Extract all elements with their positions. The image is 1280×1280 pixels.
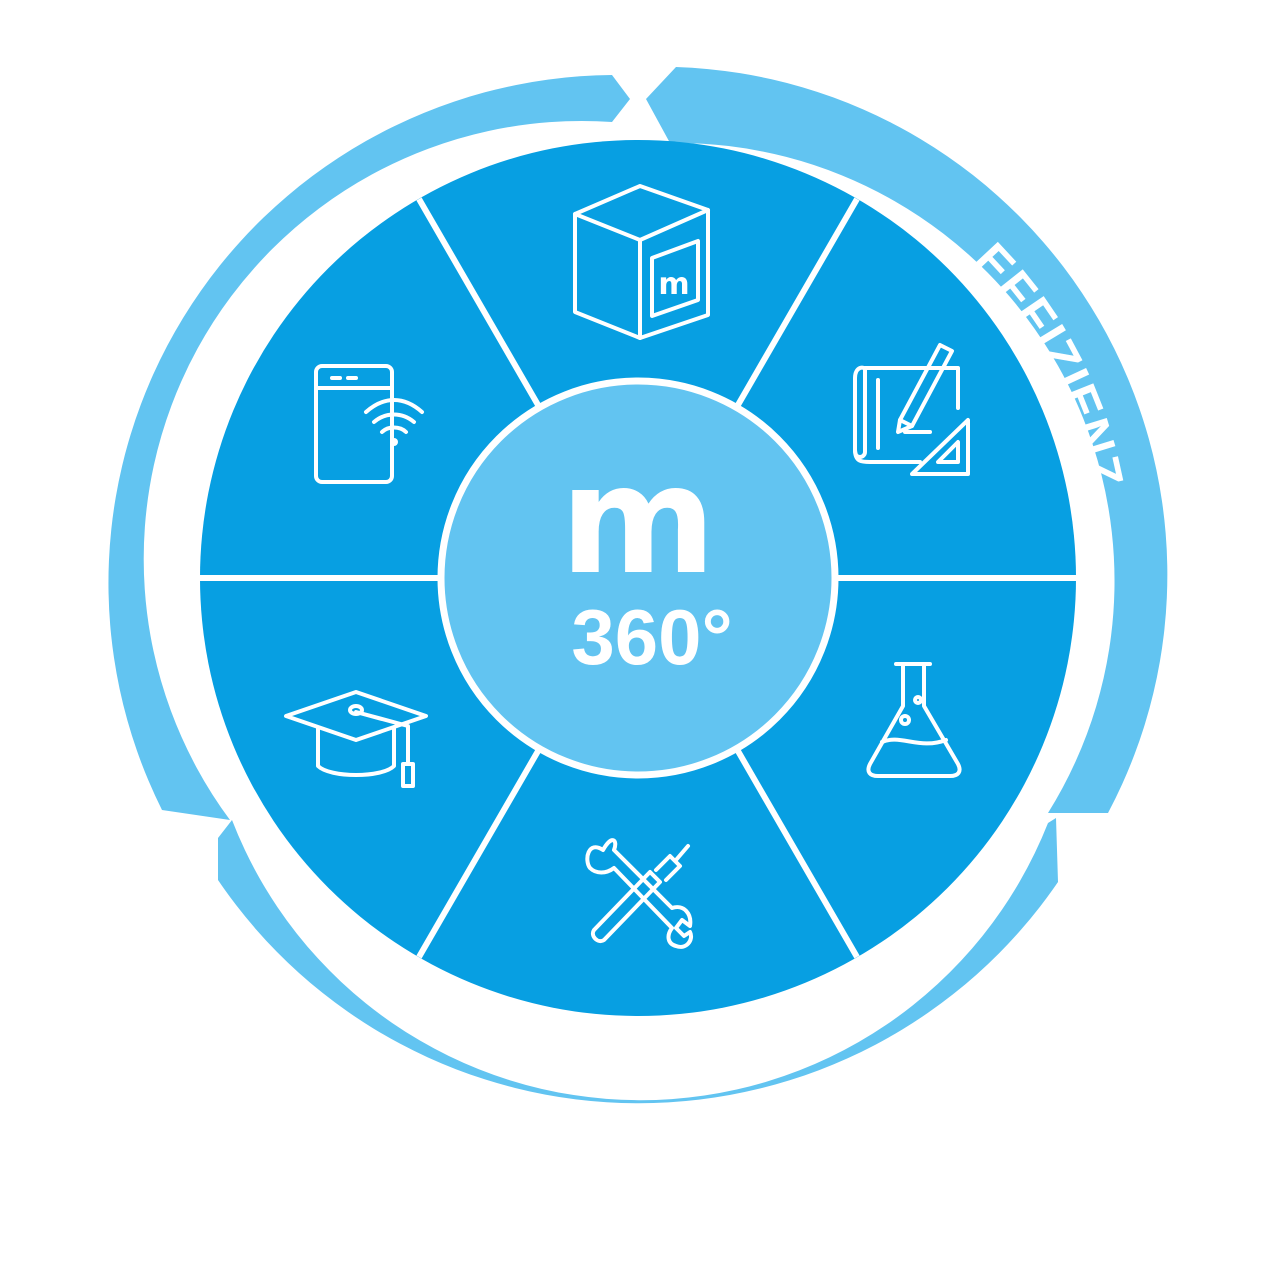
smart-device-wifi-icon — [314, 364, 424, 484]
blueprint-pencil-ruler-icon — [853, 343, 970, 476]
ring-label-hygiene: HYGIENE — [523, 1025, 758, 1095]
box-logo-m: m — [658, 267, 689, 302]
outer-ring — [108, 67, 1168, 1104]
center-logo-m: m — [560, 434, 716, 608]
package-box-icon: m — [573, 184, 710, 340]
ring-arc-zuverlaessigkeit — [108, 75, 630, 820]
lab-flask-icon — [866, 662, 962, 778]
ring-arc-effizienz — [646, 67, 1168, 813]
center-label-360: 360° — [571, 593, 732, 681]
graduation-cap-icon — [284, 690, 428, 788]
center-hub — [437, 377, 839, 779]
wrench-screwdriver-icon — [585, 838, 693, 949]
